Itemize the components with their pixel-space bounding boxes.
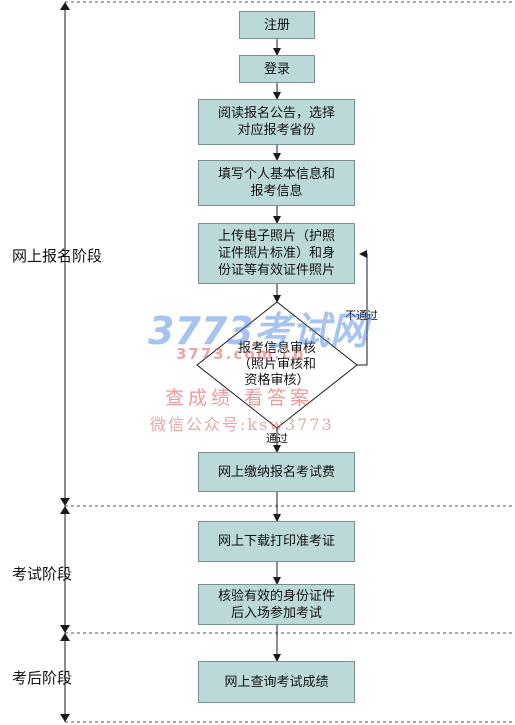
stage-dividers xyxy=(65,1,512,723)
axis-arrow-down-icon xyxy=(60,714,70,722)
axis-arrow-down-icon xyxy=(60,498,70,506)
step-login: 登录 xyxy=(239,55,315,83)
stage-label-exam: 考试阶段 xyxy=(12,565,73,583)
stage-label-registration: 网上报名阶段 xyxy=(12,247,103,265)
edge-label-fail: 不通过 xyxy=(345,309,378,322)
stage-label-post-exam: 考后阶段 xyxy=(12,669,73,687)
step-query-scores: 网上查询考试成绩 xyxy=(198,661,355,703)
step-upload-photos: 上传电子照片（护照 证件照片标准）和身 份证等有效证件照片 xyxy=(198,223,355,284)
flow-arrows xyxy=(273,39,368,662)
axis-arrow-up-icon xyxy=(60,506,70,514)
step-pay-fee: 网上缴纳报名考试费 xyxy=(198,452,355,492)
axis-arrow-up-icon xyxy=(60,633,70,641)
stage-axis xyxy=(60,2,70,722)
edge-label-pass: 通过 xyxy=(266,432,288,445)
step-read-announcement: 阅读报名公告，选择 对应报考省份 xyxy=(198,99,355,145)
decision-diamond xyxy=(196,301,358,429)
step-fill-info: 填写个人基本信息和 报考信息 xyxy=(198,160,355,206)
step-print-admission-ticket: 网上下载打印准考证 xyxy=(198,521,355,562)
step-register: 注册 xyxy=(239,11,315,39)
decision-text: 报考信息审核 （照片审核和 资格审核） xyxy=(237,341,316,388)
axis-arrow-down-icon xyxy=(60,625,70,633)
axis-arrow-up-icon xyxy=(60,2,70,10)
step-verify-id: 核验有效的身份证件 后入场参加考试 xyxy=(198,584,355,625)
